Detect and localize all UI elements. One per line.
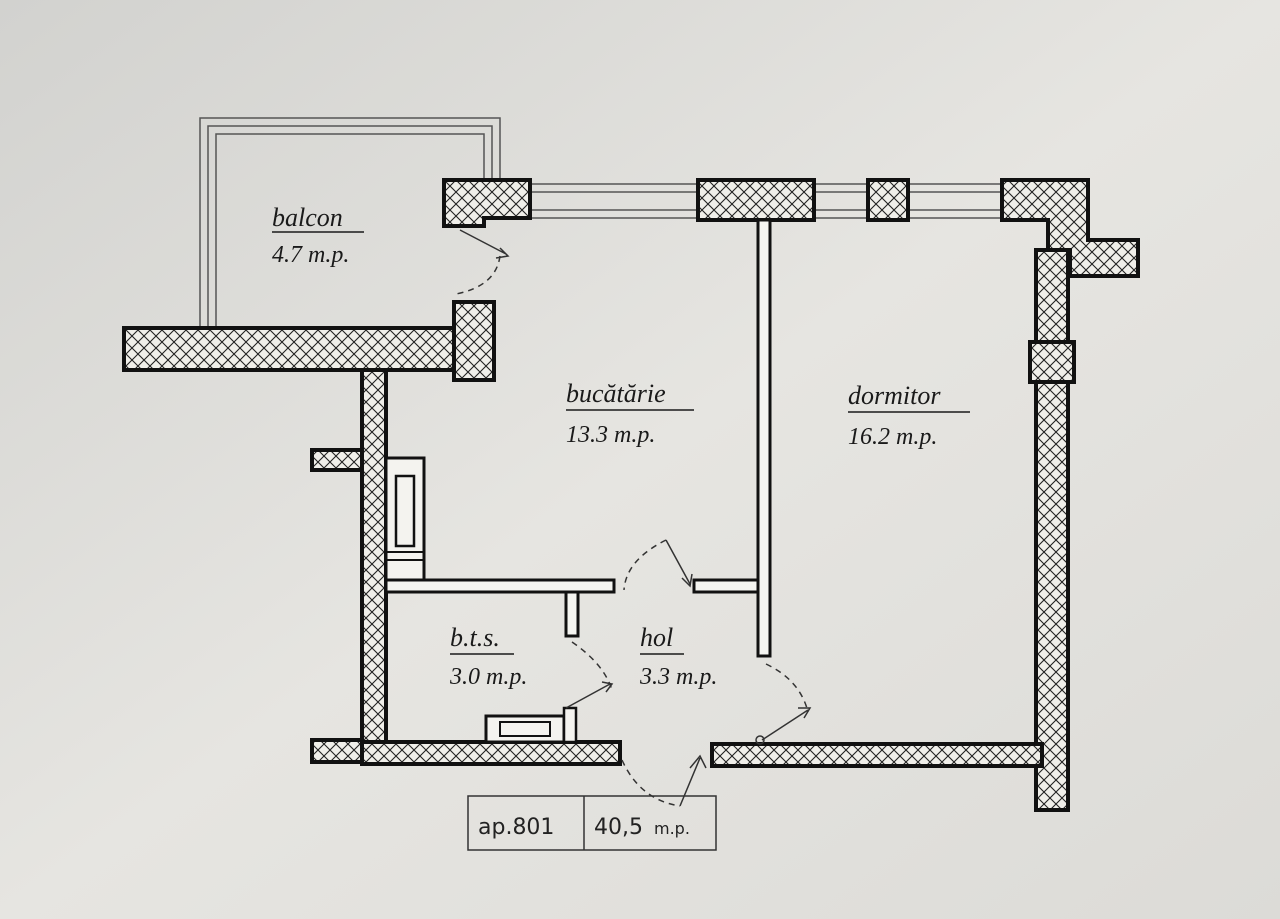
- room-area-dormitor: 16.2 m.p.: [848, 424, 937, 450]
- room-name-hol: hol: [640, 623, 673, 652]
- partitions: [384, 218, 772, 658]
- walls: [122, 178, 1140, 812]
- room-area-bucatarie: 13.3 m.p.: [566, 422, 655, 448]
- room-name-balcon: balcon: [272, 203, 343, 232]
- room-area-hol: 3.3 m.p.: [639, 664, 717, 690]
- room-name-bts: b.t.s.: [450, 623, 500, 652]
- room-area-balcon: 4.7 m.p.: [272, 242, 349, 268]
- apartment-total-area: 40,5: [594, 815, 643, 840]
- apartment-area-unit: m.p.: [654, 819, 690, 838]
- door-swings: [455, 229, 812, 807]
- room-label-bts: b.t.s. 3.0 m.p.: [449, 623, 527, 690]
- balcony-railing: [199, 117, 501, 328]
- room-label-bucatarie: bucătărie 13.3 m.p.: [566, 379, 694, 448]
- bath-fixture: [484, 706, 578, 744]
- room-label-hol: hol 3.3 m.p.: [639, 623, 717, 690]
- apartment-tag: ap.801 40,5 m.p.: [467, 795, 717, 851]
- room-label-balcon: balcon 4.7 m.p.: [272, 203, 364, 268]
- apartment-number: ap.801: [478, 815, 554, 840]
- room-name-bucatarie: bucătărie: [566, 379, 666, 408]
- top-windows: [530, 183, 1002, 219]
- room-label-dormitor: dormitor 16.2 m.p.: [848, 381, 970, 450]
- vent-shaft: [384, 456, 426, 582]
- room-name-dormitor: dormitor: [848, 381, 941, 410]
- room-area-bts: 3.0 m.p.: [449, 664, 527, 690]
